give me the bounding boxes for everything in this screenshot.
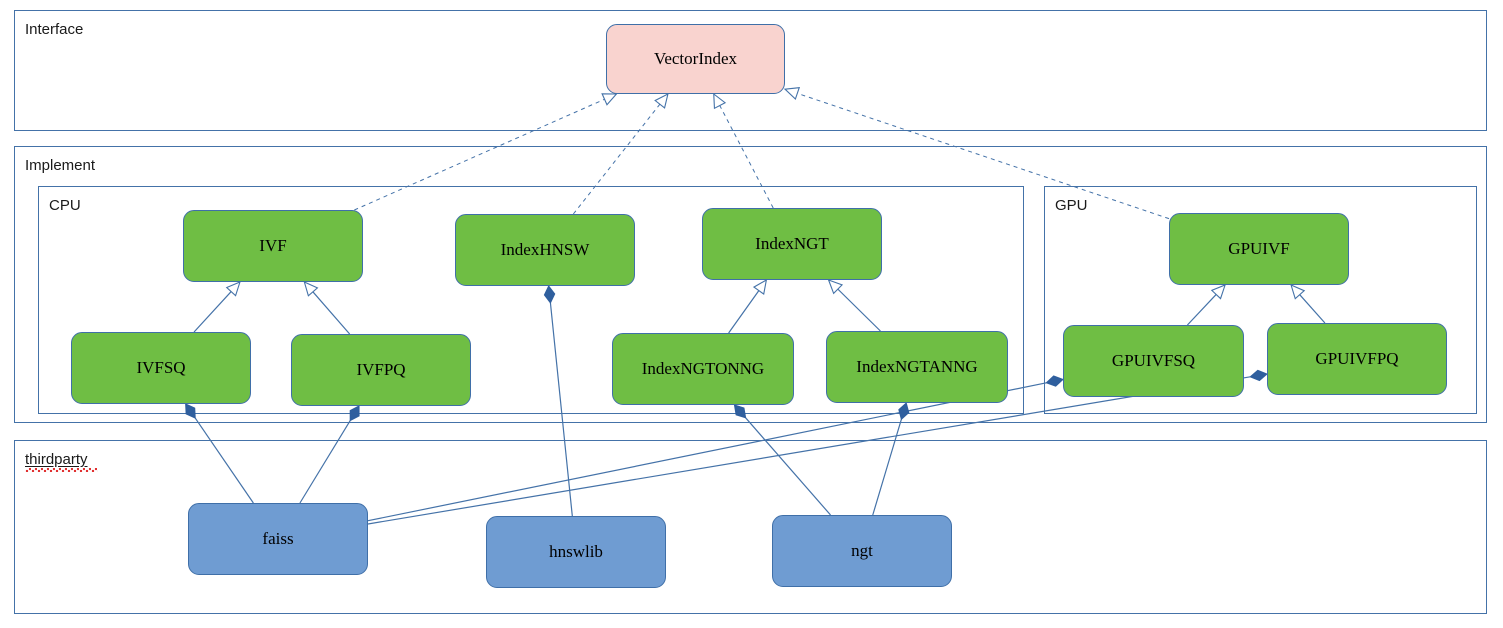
class-node-indexngt[interactable]: IndexNGT [702, 208, 882, 280]
class-node-gpuivfpq[interactable]: GPUIVFPQ [1267, 323, 1447, 395]
class-node-ivf[interactable]: IVF [183, 210, 363, 282]
class-node-label: GPUIVFPQ [1315, 349, 1399, 368]
class-node-label: hnswlib [549, 542, 603, 561]
group-label-interface: Interface [25, 21, 84, 38]
class-node-label: IndexHNSW [500, 240, 590, 259]
class-node-indexngtonng[interactable]: IndexNGTONNG [612, 333, 794, 405]
class-node-label: VectorIndex [653, 49, 738, 68]
group-box-gpu [1044, 186, 1477, 414]
class-node-hnswlib[interactable]: hnswlib [486, 516, 666, 588]
group-label-gpu: GPU [1055, 197, 1088, 214]
class-node-gpuivfsq[interactable]: GPUIVFSQ [1063, 325, 1244, 397]
class-node-ivfpq[interactable]: IVFPQ [291, 334, 471, 406]
class-node-label: IVFPQ [356, 360, 406, 379]
class-node-ivfsq[interactable]: IVFSQ [71, 332, 251, 404]
class-node-gpuivf[interactable]: GPUIVF [1169, 213, 1349, 285]
class-node-label: GPUIVFSQ [1111, 351, 1196, 370]
class-node-label: faiss [262, 529, 294, 548]
class-node-label: IndexNGT [755, 234, 829, 253]
class-node-indexngtanng[interactable]: IndexNGTANNG [826, 331, 1008, 403]
class-node-vectorindex[interactable]: VectorIndex [606, 24, 785, 94]
class-node-label: IndexNGTONNG [641, 359, 765, 378]
class-node-label: IVFSQ [136, 358, 186, 377]
group-label-thirdparty: thirdparty [25, 451, 88, 468]
class-node-label: GPUIVF [1228, 239, 1290, 258]
class-node-label: IndexNGTANNG [856, 357, 978, 376]
spellcheck-underline-thirdparty [25, 468, 98, 472]
group-label-cpu: CPU [49, 197, 81, 214]
class-node-faiss[interactable]: faiss [188, 503, 368, 575]
class-node-label: IVF [259, 236, 287, 255]
class-node-indexhnsw[interactable]: IndexHNSW [455, 214, 635, 286]
group-label-implement: Implement [25, 157, 96, 174]
class-node-ngt[interactable]: ngt [772, 515, 952, 587]
class-node-label: ngt [851, 541, 873, 560]
